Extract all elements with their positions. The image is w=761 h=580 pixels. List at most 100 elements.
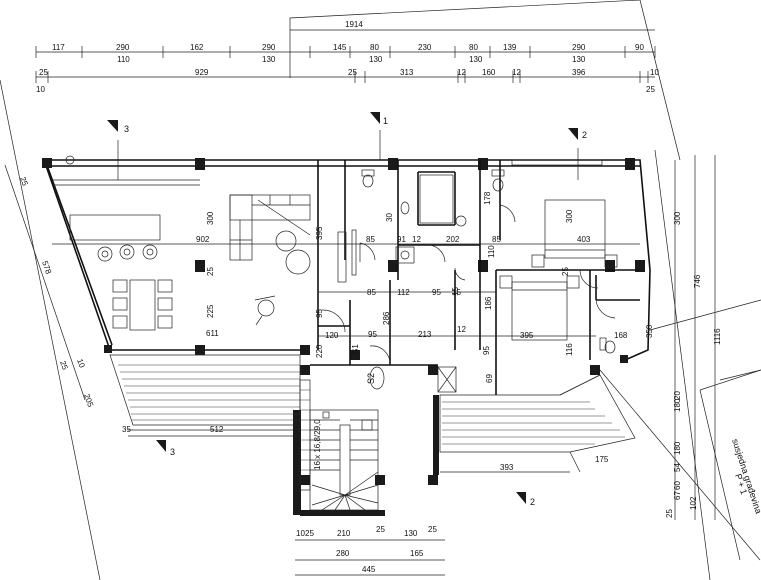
- dim: 116: [565, 343, 574, 356]
- bottom-dimensions: 10 25 210 25 130 25 280 165 445: [295, 525, 445, 576]
- dims-row-2: 117 290 162 290 145 80 230 80 139 290 90: [52, 43, 644, 52]
- dim: 445: [362, 565, 376, 574]
- section-markers: [107, 112, 579, 504]
- dim: 35: [122, 425, 131, 434]
- stair-s1-label: S1: [351, 344, 360, 354]
- dim: 25: [561, 267, 570, 276]
- dim: 85: [367, 288, 376, 297]
- dim: 90: [635, 43, 644, 52]
- dims-row-4: 25 929 25 313 12 160 12 396 10: [39, 68, 659, 77]
- dim: 403: [577, 235, 591, 244]
- top-dimension-lines: [35, 29, 656, 83]
- dim: 25: [58, 360, 70, 372]
- exterior-walls: [43, 159, 651, 361]
- dim: 54: [673, 463, 682, 472]
- dim: 168: [614, 331, 628, 340]
- dim: 25: [646, 85, 655, 94]
- dim: 25: [665, 509, 674, 518]
- dim: 95: [368, 330, 377, 339]
- interior-vertical-dims: 300 25 225 395 30 178 110 186 286 95 220…: [206, 191, 654, 383]
- dim: 929: [195, 68, 209, 77]
- dim: 350: [645, 324, 654, 338]
- dim: 112: [397, 288, 410, 297]
- dim: 10: [650, 68, 659, 77]
- stair-spec-label: 16 x 16,8/29,0: [313, 419, 322, 470]
- section-mark-label: 3: [170, 447, 175, 457]
- dim: 25: [305, 529, 314, 538]
- dim: 162: [190, 43, 204, 52]
- section-mark-label: 1: [383, 116, 388, 126]
- dim: 10: [36, 85, 45, 94]
- dim: 102: [689, 496, 698, 510]
- dim: 210: [337, 529, 351, 538]
- dim: 186: [484, 296, 493, 310]
- structural-columns: [42, 158, 645, 516]
- living-room-furniture: [229, 194, 357, 326]
- dim: 130: [369, 55, 383, 64]
- dim: 213: [418, 330, 432, 339]
- dim: 205: [82, 393, 95, 409]
- dim: 10: [75, 358, 87, 370]
- dim: 578: [40, 260, 53, 276]
- dim-total-width: 1914: [345, 20, 363, 29]
- dim: 395: [315, 226, 324, 240]
- dim: 120: [325, 331, 339, 340]
- dim: 286: [382, 311, 391, 325]
- dim: 80: [469, 43, 478, 52]
- dim: 25: [348, 68, 357, 77]
- right-dimensions: 300 746 1116 180 20 180 54 60 25 102 67: [665, 155, 722, 520]
- dim: 313: [400, 68, 414, 77]
- dim: 25: [376, 525, 385, 534]
- dim: 91: [397, 235, 406, 244]
- staircase: [309, 366, 457, 511]
- dim: 300: [206, 211, 215, 225]
- dim: 180: [673, 441, 682, 455]
- dim: 180: [673, 398, 682, 412]
- dim: 300: [673, 211, 682, 225]
- dim: 69: [485, 374, 494, 383]
- interior-walls: [310, 160, 640, 395]
- dim: 117: [52, 43, 65, 52]
- west-terrace: [109, 354, 301, 431]
- dim: 25: [206, 267, 215, 276]
- dim: 300: [565, 209, 574, 223]
- door-swings: [321, 204, 616, 366]
- dim: 12: [412, 235, 421, 244]
- dim: 280: [336, 549, 350, 558]
- dim: 30: [385, 213, 394, 222]
- dim: 130: [572, 55, 586, 64]
- dim: 512: [210, 425, 224, 434]
- dim: 80: [370, 43, 379, 52]
- dim: 225: [206, 304, 215, 318]
- bedroom-furniture: [499, 159, 618, 341]
- dim: 290: [572, 43, 586, 52]
- dim: 67: [673, 491, 682, 500]
- dim: 12: [457, 68, 466, 77]
- dim: 902: [196, 235, 210, 244]
- interior-dim-lines: [52, 243, 640, 337]
- dims-row-3: 110 130 130 130 130: [117, 55, 586, 64]
- dim: 12: [457, 325, 466, 334]
- dim: 20: [673, 391, 682, 400]
- section-mark-label: 2: [530, 497, 535, 507]
- dim: 95: [432, 288, 441, 297]
- dim: 130: [262, 55, 276, 64]
- dim: 230: [418, 43, 432, 52]
- stair-balcony: [299, 379, 311, 491]
- stair-s2-label: S2: [366, 373, 376, 384]
- dim: 290: [116, 43, 130, 52]
- dim: 290: [262, 43, 276, 52]
- dim: 130: [404, 529, 418, 538]
- dim: 12: [512, 68, 521, 77]
- dim: 396: [572, 68, 586, 77]
- dim: 10: [296, 529, 305, 538]
- dim: 95: [315, 309, 324, 318]
- dim: 15: [451, 287, 460, 296]
- dim: 175: [595, 455, 609, 464]
- stair-labels: S2 S1 16 x 16,8/29,0: [313, 344, 385, 470]
- dim: 145: [333, 43, 347, 52]
- left-dimensions: 25 578 25 10 205: [4, 164, 95, 409]
